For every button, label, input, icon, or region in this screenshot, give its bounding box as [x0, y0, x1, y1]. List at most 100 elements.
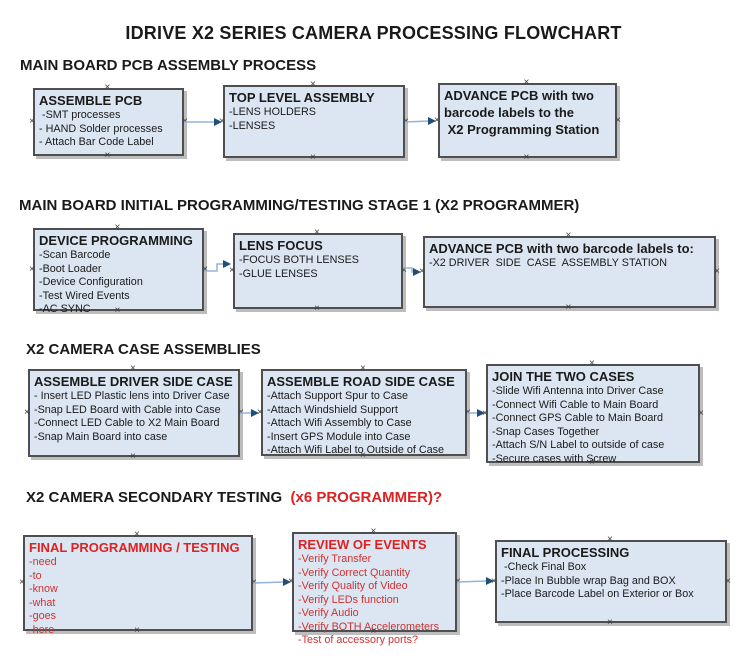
connection-handle-icon: ×: [419, 266, 425, 277]
flow-box-assemble-pcb: ASSEMBLE PCB -SMT processes - HAND Solde…: [29, 83, 188, 161]
box-line: - Attach Bar Code Label: [39, 136, 154, 148]
box-line: -AC SYNC: [39, 303, 91, 315]
box-line: -what: [29, 596, 56, 609]
box-title: LENS FOCUS: [239, 238, 323, 253]
flow-box-top-level-assembly: TOP LEVEL ASSEMBLY -LENS HOLDERS -LENSES…: [219, 80, 409, 163]
box-title: ADVANCE PCB with two barcode labels to t…: [444, 88, 600, 137]
box-title: FINAL PROGRAMMING / TESTING: [29, 540, 240, 555]
box-title: JOIN THE TWO CASES: [492, 369, 635, 384]
box-line: -know: [29, 583, 58, 595]
box-title: TOP LEVEL ASSEMBLY: [229, 90, 375, 105]
box-title: ADVANCE PCB with two barcode labels to:: [429, 241, 694, 256]
box-line: - Insert LED Plastic lens into Driver Ca…: [34, 390, 230, 402]
box-line: -Connect Wifi Cable to Main Board: [492, 398, 659, 411]
flow-box-join-the-two-cases: JOIN THE TWO CASES -Slide Wifi Antenna i…: [482, 359, 704, 468]
box-line: -Snap Cases Together: [492, 425, 600, 438]
box-line: -SMT processes: [39, 109, 121, 121]
connection-handle-icon: ×: [310, 152, 316, 163]
connection-handle-icon: ×: [403, 115, 409, 127]
box-line: -Verify Quality of Video: [298, 580, 408, 592]
section-heading-black-part: X2 CAMERA SECONDARY TESTING: [26, 489, 287, 506]
connection-handle-icon: ×: [565, 302, 572, 313]
connection-handle-icon: ×: [219, 115, 225, 127]
connection-handle-icon: ×: [251, 577, 257, 588]
box-title: ASSEMBLE DRIVER SIDE CASE: [34, 374, 233, 389]
box-title: REVIEW OF EVENTS: [298, 537, 427, 552]
box-line: -Place In Bubble wrap Bag and BOX: [501, 574, 676, 587]
connection-handle-icon: ×: [401, 265, 407, 276]
box-line: -Test Wired Events: [39, 289, 130, 302]
connection-handle-icon: ×: [24, 407, 30, 418]
box-line: -Verify Transfer: [298, 553, 372, 565]
box-line: -Place Barcode Label on Exterior or Box: [501, 588, 694, 600]
flow-box-advance-pcb-programming-station: ADVANCE PCB with two barcode labels to t…: [434, 78, 621, 163]
box-line: -Boot Loader: [39, 262, 102, 275]
box-line: -Attach Wifi Assembly to Case: [267, 417, 412, 429]
right-arrowhead-icon: [214, 118, 222, 126]
box-line: -Scan Barcode: [39, 249, 111, 261]
box-line: -Attach Wifi Label to Outside of Case: [267, 444, 445, 456]
section-heading-initial-programming: MAIN BOARD INITIAL PROGRAMMING/TESTING S…: [19, 197, 580, 214]
box-line-overflow: -Test of accessory ports?: [298, 634, 419, 646]
flow-box-advance-pcb-driver-side: ADVANCE PCB with two barcode labels to: …: [419, 231, 720, 313]
box-line: -LENSES: [229, 119, 276, 132]
box-line: - HAND Solder processes: [39, 122, 163, 135]
box-line: -Attach Support Spur to Case: [267, 390, 409, 402]
box-line: -Slide Wifi Antenna into Driver Case: [492, 385, 664, 397]
box-line: -goes: [29, 610, 57, 622]
section-heading-red-part: (x6 PROGRAMMER)?: [286, 489, 443, 506]
box-title: ASSEMBLE PCB: [39, 93, 143, 108]
box-line: -need: [29, 556, 57, 568]
connection-handle-icon: ×: [491, 575, 497, 587]
box-line: -Snap LED Board with Cable into Case: [34, 403, 221, 416]
connection-handle-icon: ×: [607, 617, 613, 628]
box-line: -LENS HOLDERS: [229, 106, 316, 118]
right-arrowhead-icon: [428, 117, 436, 125]
box-line: -X2 DRIVER SIDE CASE ASSEMBLY STATION: [429, 257, 667, 269]
connection-handle-icon: ×: [523, 152, 530, 163]
flow-box-assemble-driver-side-case: ASSEMBLE DRIVER SIDE CASE - Insert LED P…: [24, 364, 244, 462]
box-line: -Secure cases with Screw: [492, 452, 617, 465]
box-line: -Attach S/N Label to outside of case: [492, 439, 665, 451]
right-arrowhead-icon: [223, 260, 231, 268]
section-heading-pcb-assembly: MAIN BOARD PCB ASSEMBLY PROCESS: [20, 57, 317, 74]
flow-box-review-of-events: REVIEW OF EVENTS -Verify Transfer -Verif…: [288, 527, 461, 647]
box-title: DEVICE PROGRAMMING: [39, 233, 193, 248]
connection-handle-icon: ×: [288, 576, 294, 587]
box-line: -Check Final Box: [501, 561, 587, 573]
box-line: -Connect LED Cable to X2 Main Board: [34, 417, 220, 429]
connection-handle-icon: ×: [615, 114, 621, 126]
flow-box-final-processing: FINAL PROCESSING -Check Final Box -Place…: [491, 535, 731, 628]
box-line: -Connect GPS Cable to Main Board: [492, 412, 664, 424]
box-line: -Verify LEDs function: [298, 593, 399, 606]
section-heading-case-assemblies: X2 CAMERA CASE ASSEMBLIES: [26, 341, 261, 358]
flow-box-assemble-road-side-case: ASSEMBLE ROAD SIDE CASE -Attach Support …: [257, 364, 471, 461]
connection-handle-icon: ×: [19, 577, 25, 588]
connection-handle-icon: ×: [182, 116, 188, 127]
connection-handle-icon: ×: [434, 114, 440, 126]
flow-box-final-programming-testing: FINAL PROGRAMMING / TESTING -need -to -k…: [19, 530, 257, 636]
box-line: -Device Configuration: [39, 276, 143, 288]
section-heading-secondary-testing: X2 CAMERA SECONDARY TESTING (x6 PROGRAMM…: [26, 489, 442, 506]
box-title: ASSEMBLE ROAD SIDE CASE: [267, 374, 455, 389]
connection-handle-icon: ×: [725, 575, 731, 587]
right-arrowhead-icon: [251, 409, 259, 417]
connection-handle-icon: ×: [238, 407, 244, 418]
flow-box-device-programming: DEVICE PROGRAMMING -Scan Barcode -Boot L…: [29, 223, 208, 316]
connection-handle-icon: ×: [104, 150, 111, 161]
connection-handle-icon: ×: [130, 451, 136, 462]
connection-handle-icon: ×: [202, 263, 208, 275]
box-line: -Verify BOTH Accelerometers: [298, 620, 439, 633]
connection-handle-icon: ×: [29, 263, 35, 275]
box-line: -to: [29, 569, 42, 582]
box-line: -Attach Windshield Support: [267, 403, 398, 416]
box-line: -FOCUS BOTH LENSES: [239, 254, 359, 266]
connection-handle-icon: ×: [314, 303, 320, 314]
connection-handle-icon: ×: [482, 407, 488, 419]
box-line: -Insert GPS Module into Case: [267, 430, 411, 443]
page-title: IDRIVE X2 SERIES CAMERA PROCESSING FLOWC…: [125, 23, 622, 43]
flow-box-lens-focus: LENS FOCUS -FOCUS BOTH LENSES -GLUE LENS…: [229, 228, 407, 314]
box-line: -here: [29, 623, 55, 636]
box-line: -Snap Main Board into case: [34, 430, 168, 443]
